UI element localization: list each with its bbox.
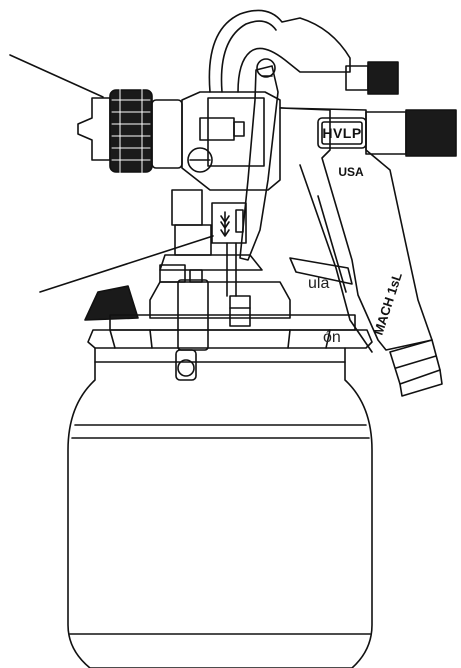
cup-lid — [84, 264, 356, 381]
fluid-inlet — [159, 189, 263, 297]
gun-body — [181, 91, 281, 191]
adjust-label-fragment: ón — [323, 329, 341, 346]
leader-line-air-cap — [9, 54, 104, 98]
paint-cup — [67, 329, 373, 668]
gun-handle — [279, 107, 457, 397]
air-cap — [77, 87, 183, 175]
usa-marking: USA — [338, 165, 364, 179]
model-marking: MACH 1sL — [371, 270, 405, 337]
gun-hook — [208, 9, 399, 95]
trigger — [239, 65, 279, 261]
leader-line-valve — [39, 235, 214, 293]
valve-label-fragment: ula — [308, 275, 330, 292]
hvlp-marking: HVLP — [322, 125, 361, 141]
